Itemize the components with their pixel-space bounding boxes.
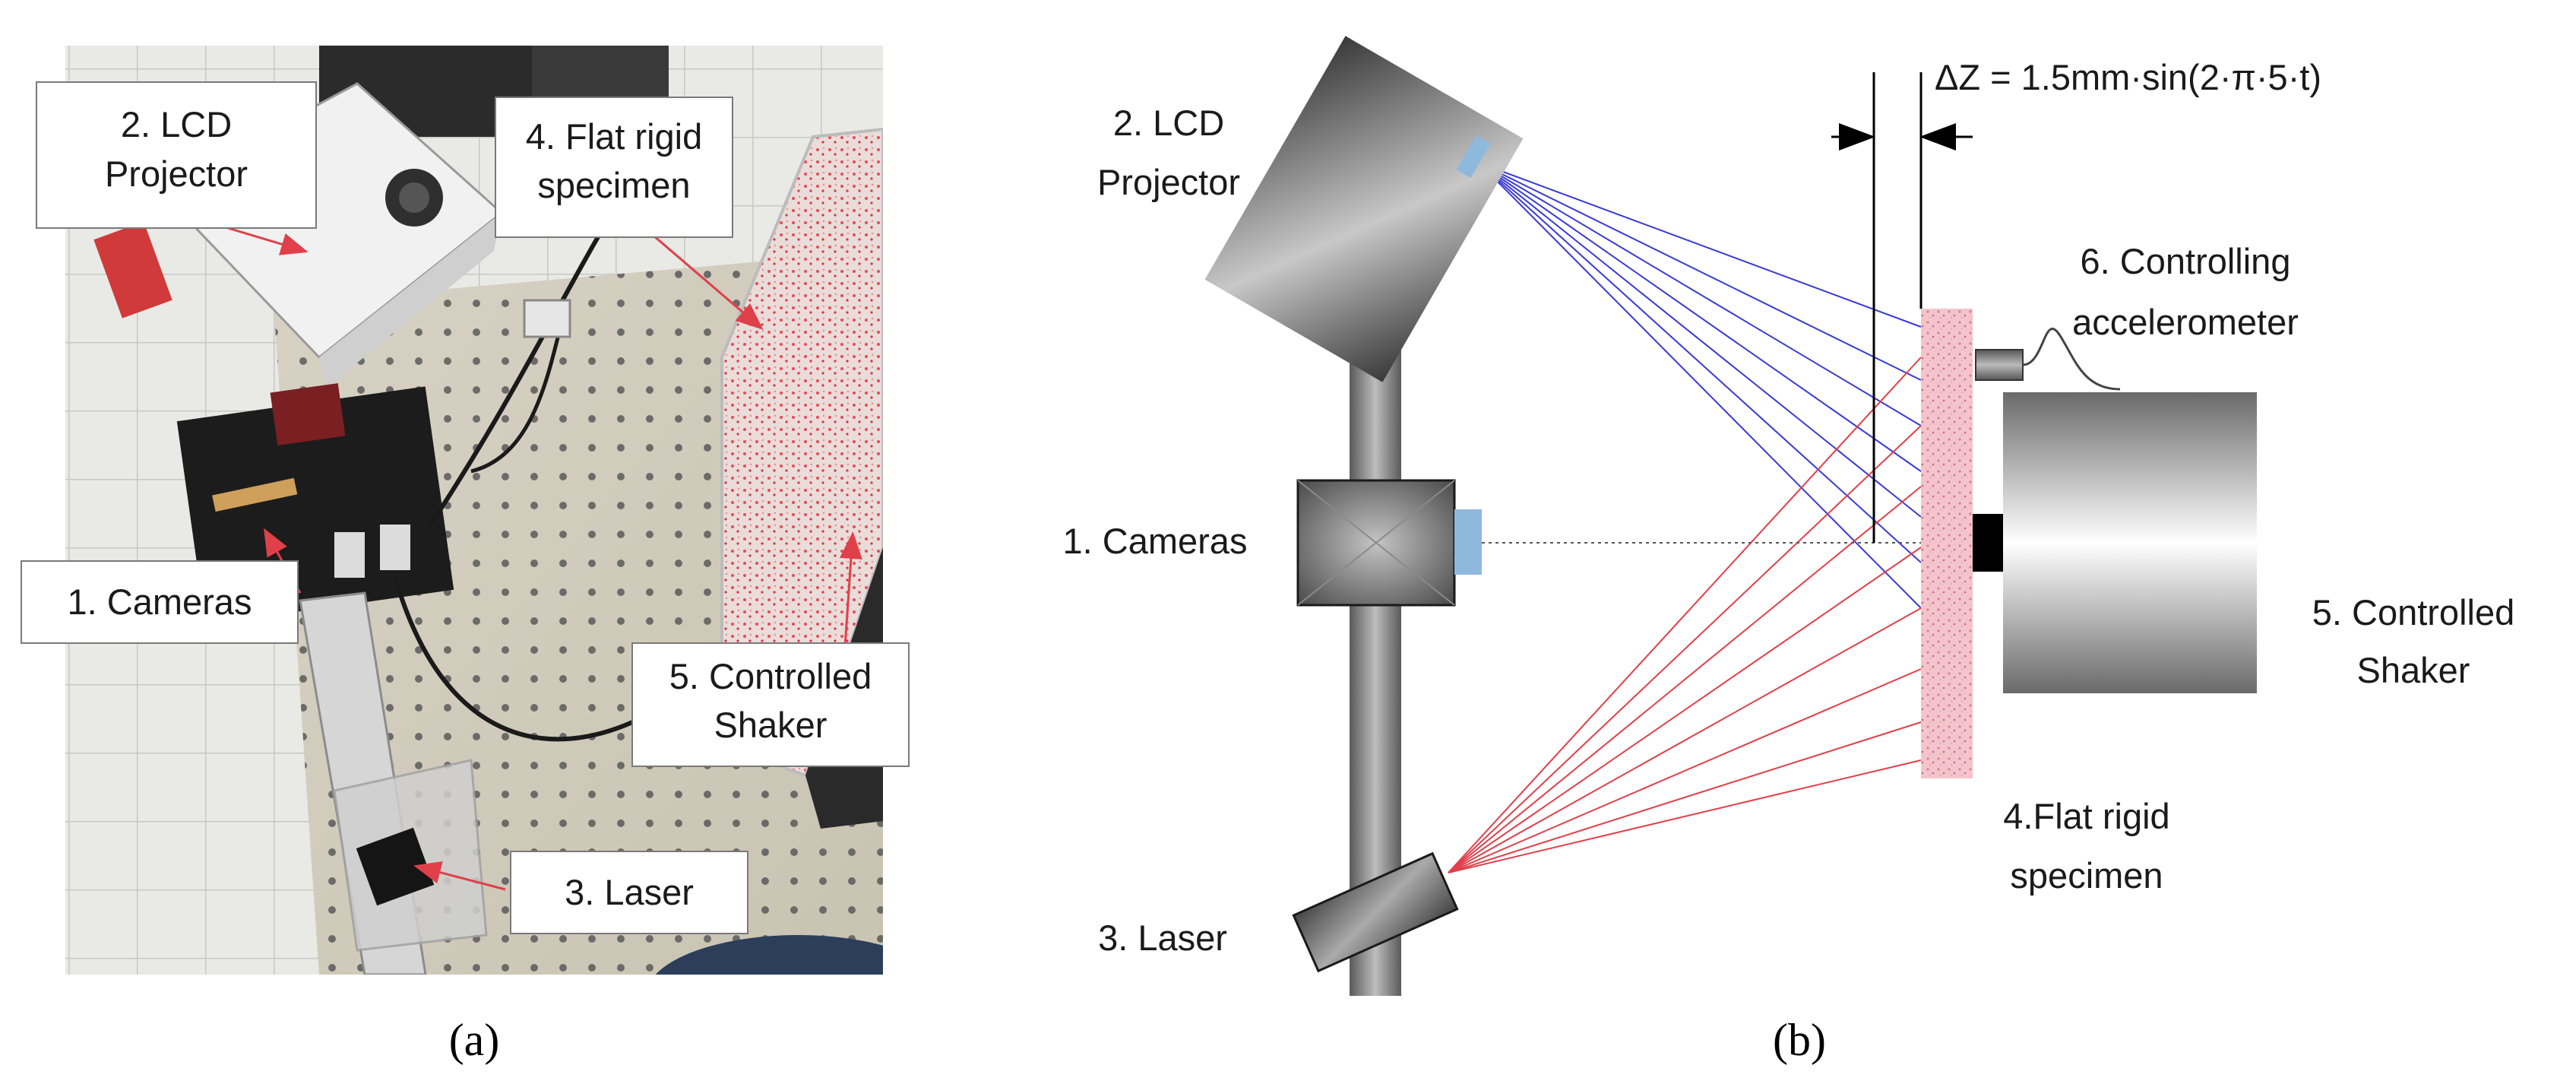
laser-ray <box>1448 486 1922 873</box>
cameras-schematic <box>1296 479 1482 607</box>
projector-ray <box>1478 162 1922 518</box>
arrow-projector <box>227 227 309 255</box>
laser-ray <box>1448 357 1922 873</box>
laser-ray <box>1448 425 1922 873</box>
label-a-projector-1: 2. LCD <box>121 104 232 144</box>
caption-b: (b) <box>1773 1015 1826 1065</box>
laser-photo <box>333 759 488 952</box>
label-b-projector-1: 2. LCD <box>1113 103 1224 143</box>
accelerometer-cable <box>2022 328 2121 391</box>
label-box-specimen: 4. Flat rigid specimen <box>495 97 733 238</box>
specimen-schematic <box>1921 309 1973 778</box>
label-box-projector: 2. LCD Projector <box>36 81 317 229</box>
label-b-laser: 3. Laser <box>1098 918 1227 958</box>
projector-ray <box>1478 162 1922 328</box>
projector-ray <box>1478 162 1922 472</box>
laser-ray <box>1448 547 1922 873</box>
panel-a-photo <box>65 46 883 975</box>
laser-ray <box>1448 607 1922 873</box>
laser-schematic <box>1292 851 1459 973</box>
projector-lens <box>1456 135 1491 179</box>
cable-3 <box>470 319 565 474</box>
projector-ray <box>1478 162 1922 381</box>
label-a-projector-2: Projector <box>105 154 248 194</box>
label-a-cameras: 1. Cameras <box>68 582 252 622</box>
projector-ray <box>1478 162 1922 426</box>
label-b-accelerometer-1: 6. Controlling <box>2081 241 2291 281</box>
label-b-accelerometer-2: accelerometer <box>2072 302 2299 342</box>
label-box-cameras: 1. Cameras <box>21 560 299 644</box>
projector-ray <box>1478 162 1922 609</box>
laser-ray <box>1448 668 1922 873</box>
label-a-specimen-2: specimen <box>537 165 690 205</box>
junction-box <box>523 299 571 338</box>
ray-bundles <box>1448 162 1922 873</box>
laser-ray <box>1448 759 1922 873</box>
label-b-shaker-2: Shaker <box>2357 650 2470 690</box>
label-b-projector-2: Projector <box>1097 162 1240 202</box>
panel-b-schematic: ΔZ = 1.5mm·sin(2·π·5·t) 2. LCD Projector… <box>1063 36 2515 1065</box>
label-box-shaker: 5. Controlled Shaker <box>631 642 910 767</box>
accelerometer-schematic <box>1975 349 2024 381</box>
displacement-equation: ΔZ = 1.5mm·sin(2·π·5·t) <box>1935 57 2321 97</box>
caption-a: (a) <box>449 1015 500 1065</box>
label-a-laser: 3. Laser <box>565 872 694 912</box>
label-a-shaker-2: Shaker <box>714 705 828 745</box>
label-a-shaker-1: 5. Controlled <box>669 656 872 696</box>
label-box-laser: 3. Laser <box>510 851 748 934</box>
camera-lens <box>1454 509 1482 575</box>
label-a-specimen-1: 4. Flat rigid <box>526 116 702 157</box>
arrow-specimen <box>653 234 764 330</box>
shaker-schematic <box>2003 392 2257 693</box>
projector-schematic <box>1204 36 1524 382</box>
label-b-shaker-1: 5. Controlled <box>2312 592 2515 632</box>
label-b-specimen-1: 4.Flat rigid <box>2003 796 2169 836</box>
label-b-specimen-2: specimen <box>2010 855 2163 896</box>
person-shoulder <box>655 935 883 975</box>
arrow-laser <box>413 861 506 891</box>
label-b-cameras: 1. Cameras <box>1063 521 1248 561</box>
shaker-coupling <box>1973 514 2003 572</box>
projector-ray <box>1478 162 1922 563</box>
laser-ray <box>1448 721 1922 873</box>
